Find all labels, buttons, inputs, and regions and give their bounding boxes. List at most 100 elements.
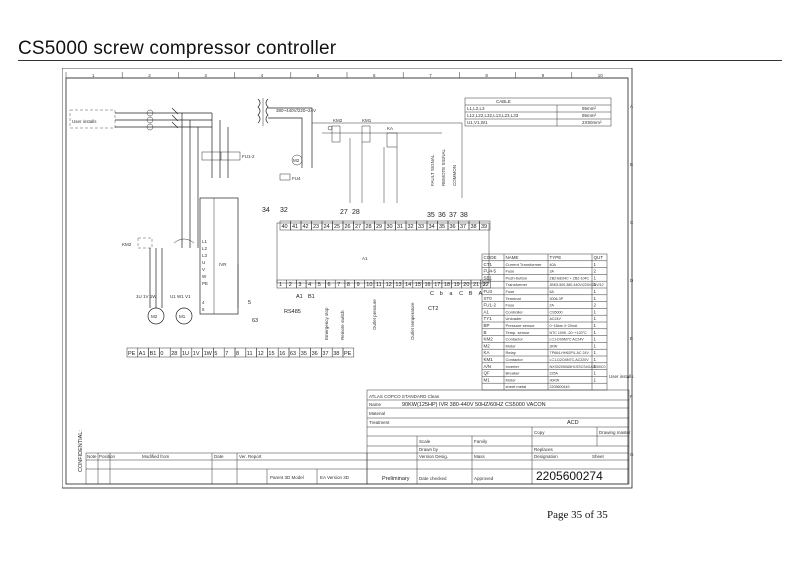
components-cell: KM1 [484, 357, 494, 362]
components-cell: 1 [594, 282, 597, 287]
top-terminal-number: 30 [387, 224, 393, 230]
top-terminal-number: 23 [313, 224, 319, 230]
components-cell: XT0 [484, 296, 493, 301]
top-terminal-number: 38 [471, 224, 477, 230]
rev-report-label: Ver. Report [239, 454, 262, 459]
svg-text:PE: PE [202, 281, 208, 286]
io-terminal-number: 9 [357, 282, 360, 288]
components-cell: 1 [594, 350, 597, 355]
svg-text:M2: M2 [293, 158, 300, 163]
column-label: 3 [204, 73, 207, 78]
top-terminal-number: 35 [439, 224, 445, 230]
io-terminal-number: 1 [279, 282, 282, 288]
row-label: A [630, 104, 633, 109]
svg-text:5: 5 [202, 307, 205, 312]
components-cell: Push-button [506, 275, 528, 280]
strip-terminal-label: 63 [290, 351, 296, 357]
components-cell: Unloader [506, 316, 523, 321]
title-weight-label: Mass [474, 454, 486, 459]
ivr-label: IVR [219, 262, 227, 267]
components-cell: 6A [550, 290, 555, 294]
components-cell: CT1 [484, 262, 493, 267]
strip-terminal-label: 28 [171, 351, 177, 357]
io-terminal-number: 17 [434, 282, 440, 288]
confidential-label: CONFIDENTIAL: [78, 430, 84, 472]
strip-terminal-label: PE [344, 351, 352, 357]
column-label: 10 [598, 73, 604, 78]
motor-section: KM2 M2 M1 1U 1V 1W U1 W1 V1 [122, 237, 239, 325]
io-letter: b [440, 291, 443, 297]
cable-row-1-value: 95mm² [582, 106, 597, 111]
row-label: D [630, 278, 634, 283]
svg-text:KM1: KM1 [362, 118, 372, 123]
column-label: 9 [542, 73, 545, 78]
components-cell: Motor [506, 343, 517, 348]
components-cell: Breaker [506, 371, 521, 376]
components-cell: sheet metal [506, 384, 527, 389]
svg-text:FU1-2: FU1-2 [242, 154, 255, 159]
outlet-temperature-label: Outlet temperature [410, 302, 415, 340]
io-terminal-number: 6 [328, 282, 331, 288]
svg-text:5: 5 [248, 300, 251, 306]
components-cell: 1 [594, 262, 597, 267]
components-cell: Temp. sensor [506, 330, 531, 335]
components-cell: Controller [506, 309, 524, 314]
top-terminal-number: 42 [303, 224, 309, 230]
rev-date-label: Date [214, 454, 224, 459]
rev-ea-version-label: EA Version 3D [320, 475, 350, 480]
title-material-label: Material [369, 411, 385, 416]
column-label: 1 [92, 73, 95, 78]
svg-text:27: 27 [340, 209, 348, 216]
top-terminal-number: 28 [366, 224, 372, 230]
io-letter: a [449, 291, 453, 297]
svg-text:V: V [202, 267, 205, 272]
components-cell: NTC 100K -20~+120°C [550, 331, 588, 335]
io-letter: B [469, 291, 473, 297]
components-cell: 0~16bar 4~20mA [550, 324, 578, 328]
strip-terminal-label: 37 [322, 351, 328, 357]
svg-text:L2: L2 [202, 246, 208, 251]
controller-a1-block [276, 222, 490, 284]
io-terminal-number: 12 [386, 282, 392, 288]
components-cell: 2205600449 [550, 385, 570, 389]
components-cell: 3KW [550, 344, 558, 348]
strip-terminal-label: 5 [214, 351, 217, 357]
components-cell: B [484, 330, 487, 335]
top-terminal-number: 27 [355, 224, 361, 230]
title-status: Preliminary [382, 476, 410, 482]
title-drawn-by-label: Drawn by [419, 447, 439, 452]
svg-text:FU4: FU4 [292, 176, 301, 181]
components-cell: Contactor [506, 337, 524, 342]
strip-terminal-label: A1 [139, 351, 146, 357]
title-designation-label: Designation [534, 454, 558, 459]
column-label: 5 [317, 73, 320, 78]
top-terminal-number: 26 [345, 224, 351, 230]
io-terminal-number: 18 [444, 282, 450, 288]
components-cell: 225A [550, 372, 559, 376]
io-letter: C [430, 291, 434, 297]
title-description: 90KW(125HP) IVR 380-440V 50HZ/60HZ CS500… [402, 402, 546, 408]
rs485-label: RS485 [284, 309, 301, 315]
svg-text:M1: M1 [179, 314, 186, 319]
components-cell: 1 [594, 316, 597, 321]
cable-row-3-name: U1,V1,W1 [467, 120, 488, 125]
strip-terminal-label: 35 [301, 351, 307, 357]
components-cell: KM2 [484, 337, 494, 342]
motor-m1-icon [175, 307, 193, 325]
components-cell: NXS02050A5H1SSCS4GA0000C0 [550, 365, 606, 369]
components-cell: AC24V [550, 317, 562, 321]
title-drawing-number: 2205600274 [536, 469, 603, 483]
transformer-voltage-label: 380~440V/220~24V [276, 108, 316, 113]
title-std-line: ATLAS COPCO STANDARD Clean [369, 394, 440, 399]
top-terminal-number: 40 [282, 224, 288, 230]
components-cell: 1 [594, 323, 597, 328]
svg-text:KM2: KM2 [333, 118, 343, 123]
sheet-frame [62, 68, 633, 489]
components-cell: 1 [594, 289, 597, 294]
top-terminal-number: 33 [418, 224, 424, 230]
top-terminal-number: 34 [429, 224, 435, 230]
svg-text:1U 1V 1W: 1U 1V 1W [136, 294, 157, 299]
